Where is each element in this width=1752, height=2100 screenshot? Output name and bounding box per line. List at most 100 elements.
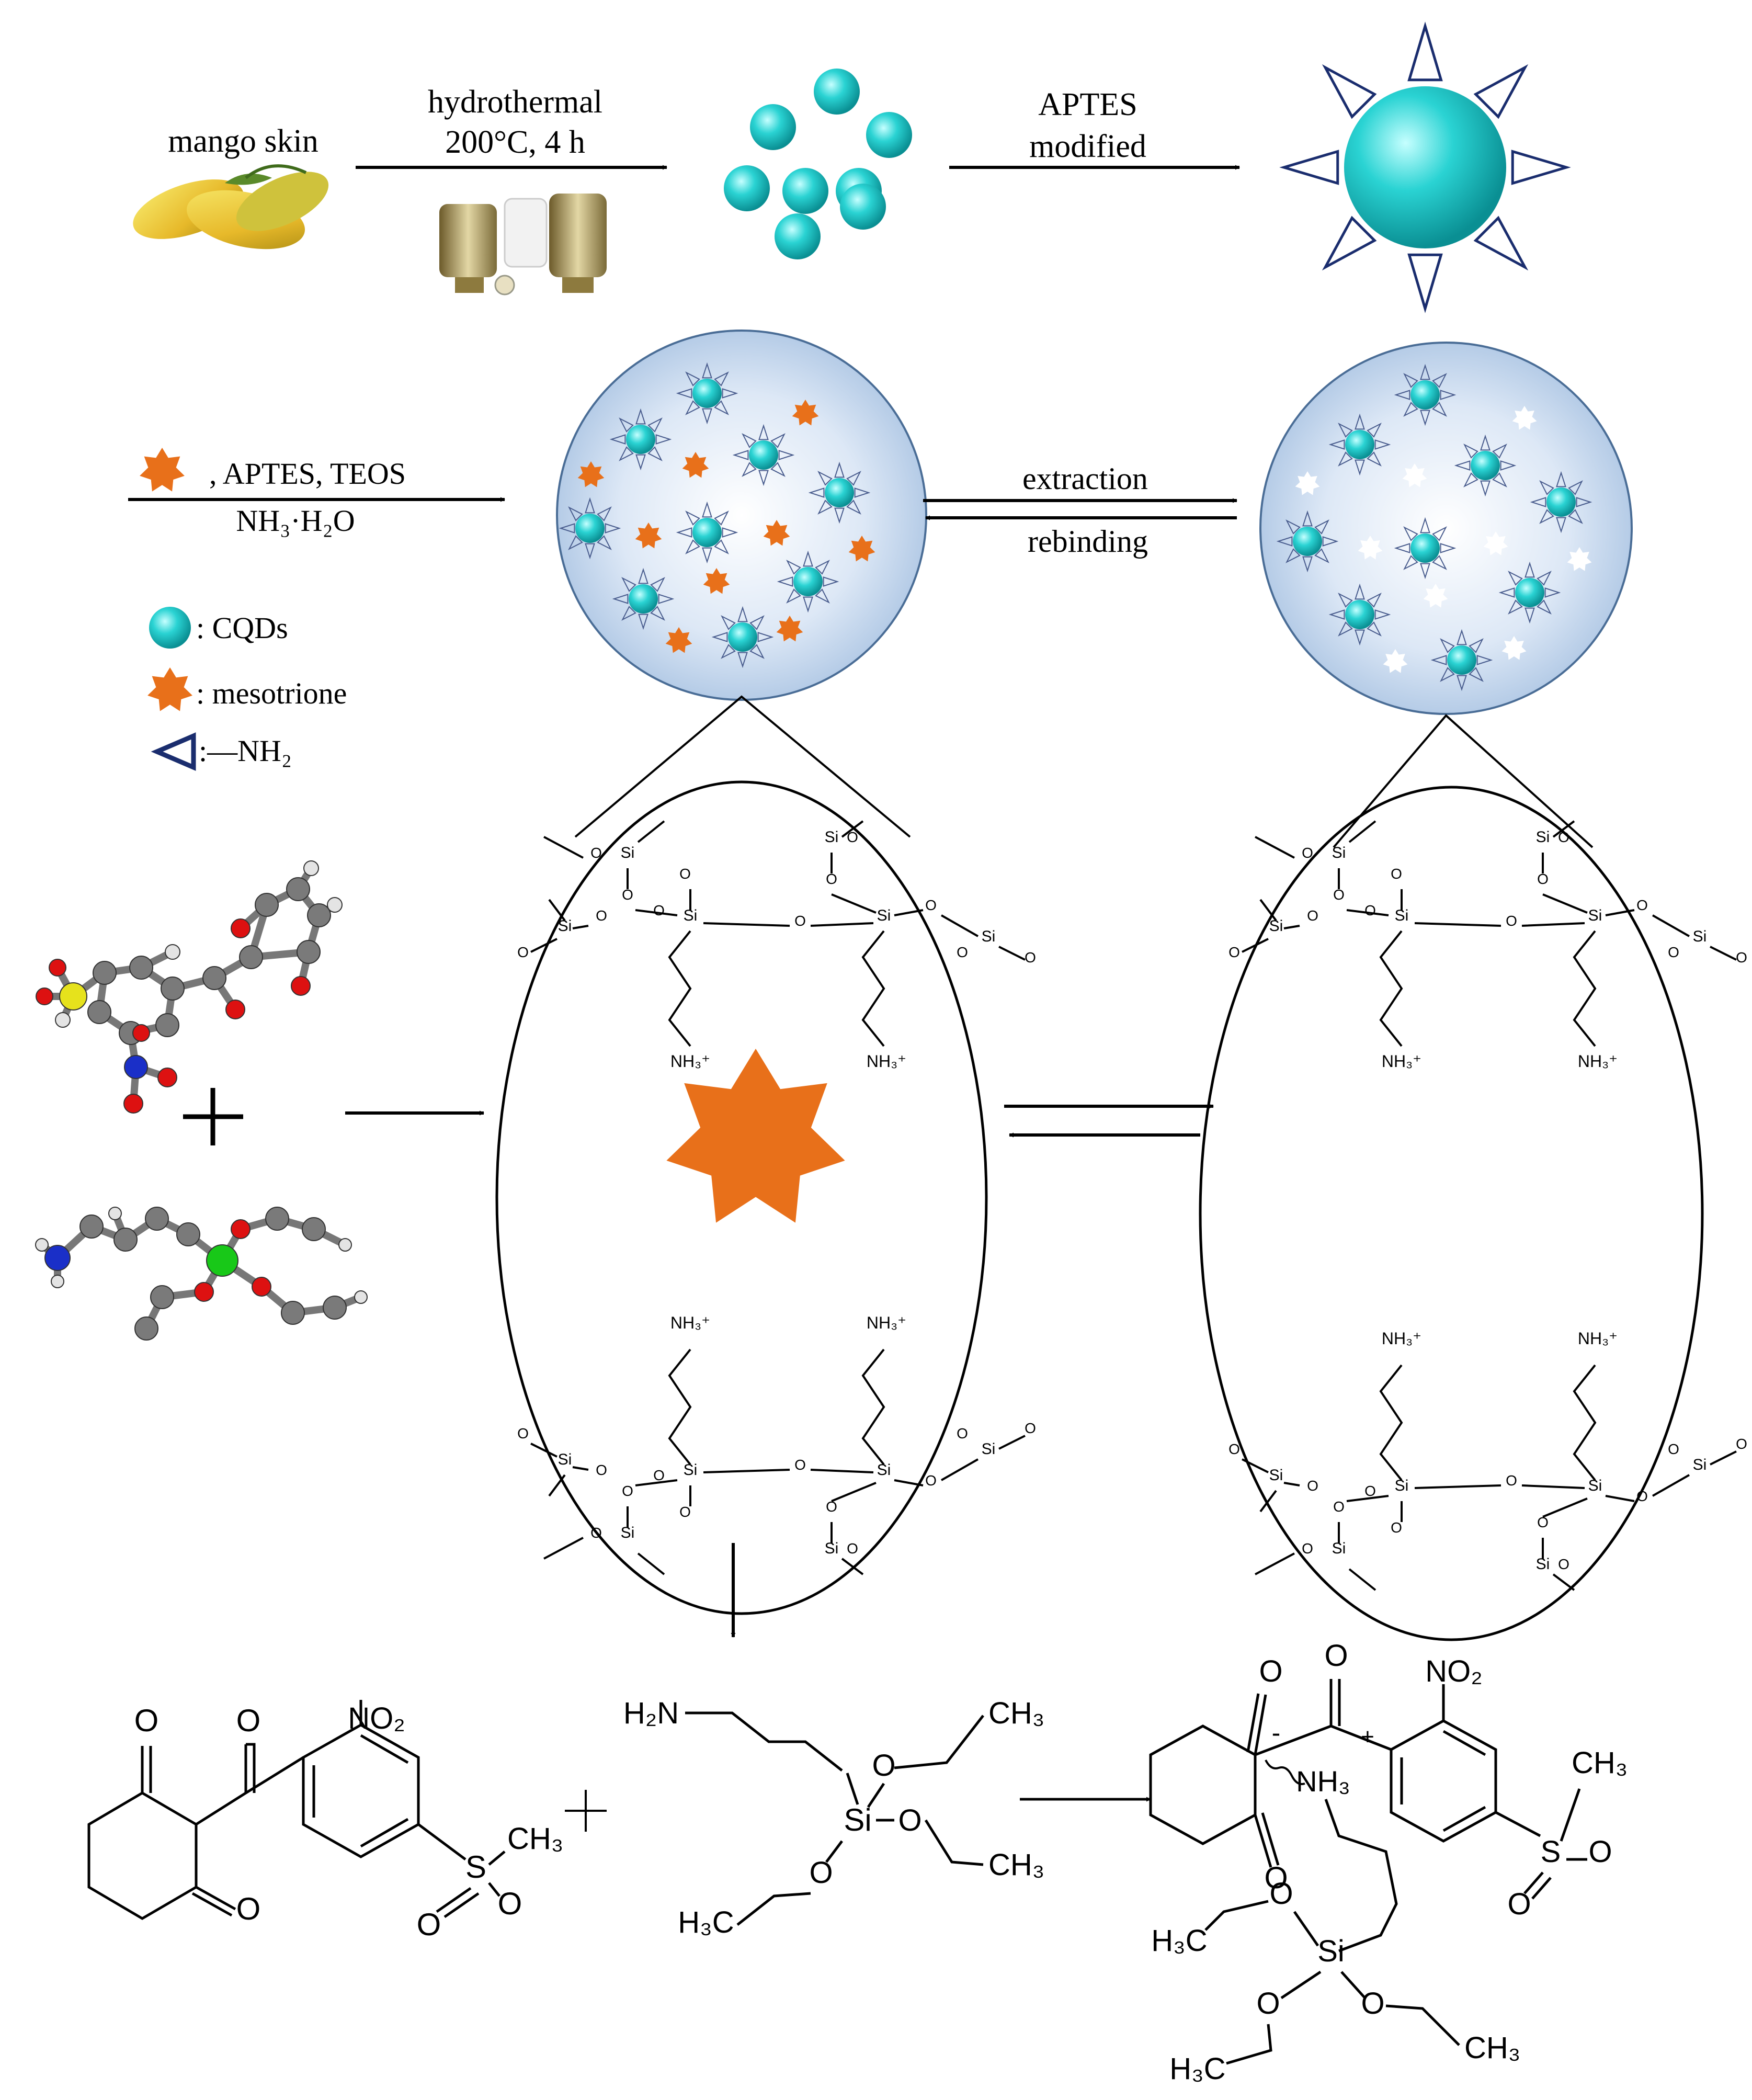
oxygen-label: O xyxy=(596,1462,607,1478)
propyl-chain xyxy=(1379,1364,1403,1481)
atom xyxy=(338,1238,352,1252)
amine-group-mark xyxy=(568,535,583,550)
amine-group-mark xyxy=(823,576,839,587)
bond xyxy=(417,1823,467,1861)
oxygen-label: O xyxy=(236,1891,261,1926)
oxygen-label: O xyxy=(1507,1887,1531,1921)
amine-group-mark xyxy=(1537,571,1552,586)
oxygen-label: O xyxy=(1537,871,1549,887)
legend-mesotrione-icon xyxy=(147,667,192,711)
amine-group-mark xyxy=(1476,655,1493,665)
oxygen-label: O xyxy=(1736,949,1747,966)
methyl-label: CH₃ xyxy=(507,1822,563,1856)
atom xyxy=(286,877,310,901)
cqd-dot xyxy=(728,622,757,652)
amine-group-mark xyxy=(778,450,795,460)
silicon-label: Si xyxy=(1317,1934,1345,1968)
oxygen-label: O xyxy=(1668,944,1679,960)
amine-group-mark xyxy=(786,588,801,604)
cqd-dot xyxy=(692,518,722,547)
atom xyxy=(176,1222,200,1246)
silicon-label: Si xyxy=(558,1451,572,1468)
cqd-dot xyxy=(1447,645,1476,675)
cqd-core xyxy=(1344,86,1506,248)
legend-amine-label: :—NH₂ xyxy=(199,734,292,768)
amine-group-mark xyxy=(621,577,636,592)
oxygen-label: O xyxy=(957,1425,968,1441)
atom xyxy=(51,1275,64,1288)
amine-group-mark xyxy=(597,506,612,521)
mesotrione-template xyxy=(666,1049,845,1223)
bare-cqd-cluster xyxy=(724,69,912,259)
bond xyxy=(1523,1788,1587,1900)
bond xyxy=(736,1715,984,1926)
amine-group-mark xyxy=(1338,593,1353,608)
amine-group-mark xyxy=(737,652,748,668)
cqd-dot xyxy=(814,69,860,115)
oxygen-label: O xyxy=(590,1525,602,1541)
oxygen-label: O xyxy=(1333,887,1345,903)
amine-group-mark xyxy=(685,510,700,526)
amine-group-mark xyxy=(1367,593,1382,608)
oxygen-label: O xyxy=(1364,902,1376,918)
cqd-dot xyxy=(626,425,655,454)
atom xyxy=(239,945,263,969)
legend-cqd-icon xyxy=(149,607,191,649)
cqd-dot xyxy=(1515,578,1544,607)
ammonium-label: NH₃⁺ xyxy=(670,1052,710,1071)
cqd-dot xyxy=(1471,451,1500,480)
amine-group-mark xyxy=(714,510,729,526)
oxygen-label: O xyxy=(1361,1987,1384,2020)
amine-group-mark xyxy=(770,462,786,477)
nitro-label: NO₂ xyxy=(1425,1654,1483,1688)
oxygen-label: O xyxy=(1264,1861,1288,1895)
amine-group-mark xyxy=(1407,253,1443,313)
amine-group-mark xyxy=(803,550,813,567)
oxygen-label: O xyxy=(1636,1488,1648,1504)
amine-group-mark xyxy=(585,497,595,514)
amine-group-mark xyxy=(1539,509,1554,524)
oxygen-label: O xyxy=(957,944,968,960)
amine-group-mark xyxy=(1338,451,1353,467)
amine-group-mark xyxy=(1355,629,1365,646)
cqd-dot xyxy=(1345,600,1374,629)
ammonium-label: NH₃⁺ xyxy=(867,1313,906,1332)
amine-group-mark xyxy=(1328,609,1345,620)
amine-group-mark xyxy=(1508,571,1523,586)
atom xyxy=(291,976,311,996)
cqd-dot xyxy=(149,607,191,649)
amine-group-mark xyxy=(1314,519,1329,535)
amine-group-mark xyxy=(612,594,629,604)
amine-group-mark xyxy=(1440,667,1455,682)
amine-group-mark xyxy=(834,461,845,478)
cqd-dot xyxy=(692,379,722,408)
empty-cavity-mark xyxy=(1501,636,1527,660)
silicon-label: Si xyxy=(1269,1467,1283,1484)
atom xyxy=(113,1228,138,1252)
amine-group-mark xyxy=(815,560,830,575)
amine-group-mark xyxy=(650,577,665,592)
amine-group-mark xyxy=(1463,444,1478,459)
amine-group-mark xyxy=(635,408,646,425)
amine-group-mark xyxy=(722,388,738,399)
amine-group-mark xyxy=(619,446,634,461)
amine-group-mark xyxy=(1457,629,1467,645)
oxygen-label: O xyxy=(590,845,602,861)
amine-group-mark xyxy=(1367,621,1382,637)
amine-group-mark xyxy=(1556,471,1566,487)
amine-group-mark xyxy=(685,400,700,415)
silicon-label: Si xyxy=(1588,907,1602,924)
amine-group-mark xyxy=(647,446,663,461)
amine-group-mark xyxy=(749,615,765,630)
atom xyxy=(87,1000,111,1024)
amine-group-mark xyxy=(1355,459,1365,476)
amine-group-mark xyxy=(757,632,774,642)
charge-label: + xyxy=(1361,1724,1374,1750)
amine-group-mark xyxy=(1530,497,1546,507)
benzene-ring xyxy=(1390,1719,1497,1843)
oxygen-label: O xyxy=(622,887,633,903)
amine-group-mark xyxy=(1432,555,1447,570)
mesotrione-mark xyxy=(776,616,803,642)
autoclave-image xyxy=(439,194,607,296)
